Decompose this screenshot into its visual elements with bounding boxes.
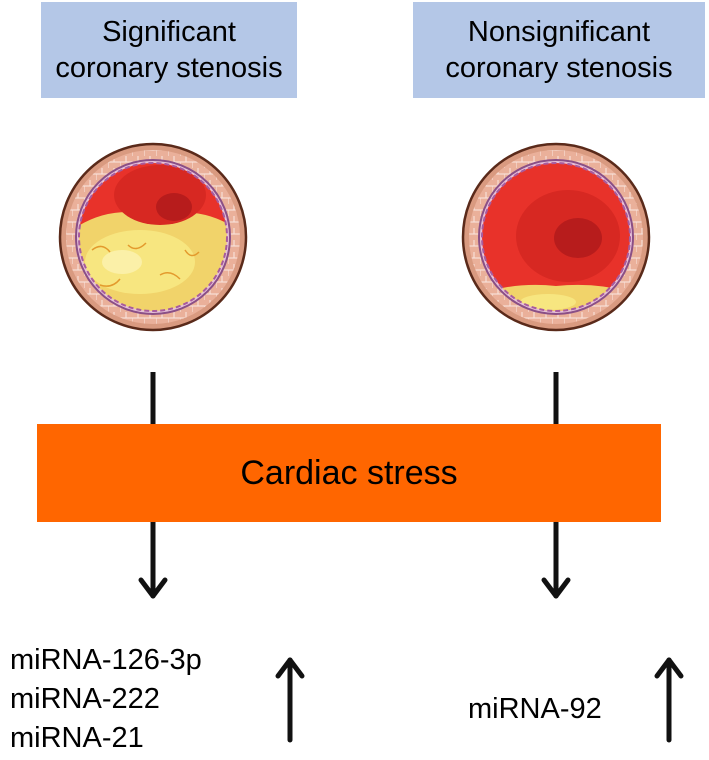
mirna-list-significant: miRNA-126-3p miRNA-222 miRNA-21 [10, 641, 202, 758]
label-right-line1: Nonsignificant [467, 16, 651, 48]
artery-cross-section-icon [461, 142, 651, 332]
label-nonsignificant-stenosis: Nonsignificant coronary stenosis [413, 2, 705, 98]
arrow-down-icon [541, 519, 571, 599]
mirna-item: miRNA-92 [468, 693, 602, 725]
cardiac-stress-label: Cardiac stress [240, 453, 458, 492]
mirna-item: miRNA-222 [10, 683, 160, 715]
arrow-down-icon [138, 519, 168, 599]
label-left-line1: Significant [102, 16, 236, 48]
label-left-line2: coronary stenosis [55, 52, 283, 84]
mirna-item: miRNA-21 [10, 722, 144, 754]
arrow-up-icon [654, 657, 684, 743]
label-right-line2: coronary stenosis [445, 52, 673, 84]
cardiac-stress-bar: Cardiac stress [37, 424, 661, 522]
arrow-up-icon [275, 657, 305, 743]
artery-cross-section-icon [58, 142, 248, 332]
mirna-item: miRNA-126-3p [10, 644, 202, 676]
mirna-list-nonsignificant: miRNA-92 [468, 690, 602, 729]
label-significant-stenosis: Significant coronary stenosis [41, 2, 297, 98]
